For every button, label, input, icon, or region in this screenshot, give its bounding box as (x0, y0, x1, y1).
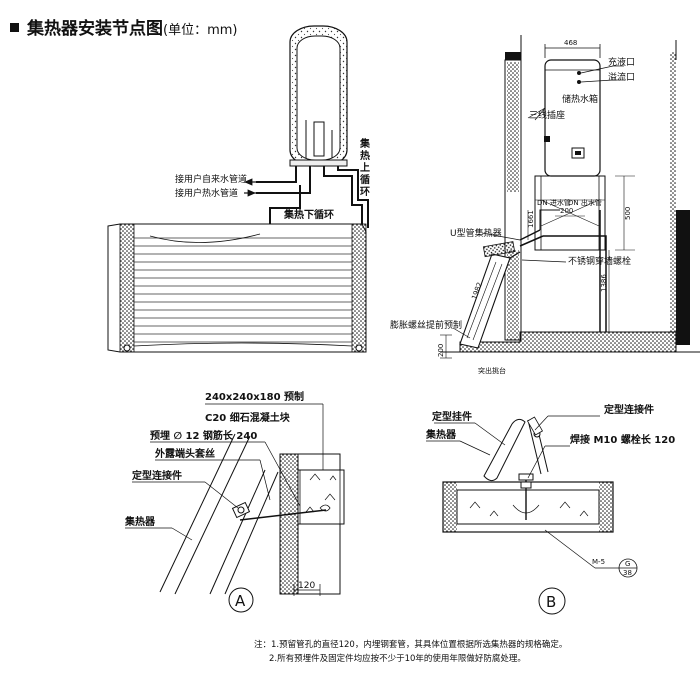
balcony-floor (440, 331, 700, 353)
block-label: 240x240x180 预制 (205, 390, 304, 403)
dimension-lines: 500 1386 1661 (527, 175, 635, 333)
ref-bottom: 38 (623, 569, 632, 577)
u-tube-label: U型管集热器 (450, 227, 502, 239)
pipe-label-left: DN 进水管 (537, 198, 571, 207)
dim-120: 120 (298, 581, 315, 591)
collector-label-b: 集热器 (425, 428, 457, 441)
rebar-label: 预埋 ∅ 12 钢筋长 240 (150, 429, 257, 442)
title-unit: (单位：mm) (163, 23, 238, 38)
note-1: 注：1.预留管孔的直径120，内埋钢套管，其具体位置根据所选集热器的规格确定。 (254, 640, 568, 650)
thread-label: 外露端头套丝 (154, 447, 215, 460)
tilted-collector: 1982 (459, 241, 521, 349)
water-tank (289, 25, 348, 167)
cold-water-label: 接用户自来水管道 (175, 173, 247, 185)
m5-label: M-5 (592, 558, 605, 566)
wall (504, 35, 690, 345)
dim-200-small: 200 (560, 207, 573, 215)
connector-label-b: 定型连接件 (604, 403, 654, 416)
base-dimension: 200 (437, 334, 452, 359)
overflow-port-label: 溢流口 (608, 71, 635, 83)
socket-label: 三线插座 (529, 109, 565, 121)
storage-tank (534, 59, 614, 177)
hot-water-label: 接用户热水管道 (175, 187, 238, 199)
left-elevation: 接用户自来水管道 接用户热水管道 集热下循环 集热上循环 (107, 25, 371, 353)
detail-a: 240x240x180 预制 C20 细石混凝土块 预埋 ∅ 12 钢筋长 24… (124, 390, 345, 613)
tank-stand: DN 进水管 DN 出水管 200 (519, 175, 607, 332)
detail-b: 定型挂件 定型连接件 集热器 焊接 M10 螺栓长 120 M-5 G 38 B (425, 403, 675, 615)
dim-200-base: 200 (437, 344, 445, 357)
marker-a: A (235, 592, 246, 610)
title-bullet-icon (10, 23, 19, 32)
concrete-label: C20 细石混凝土块 (205, 411, 291, 424)
pipe-label-right: DN 出水管 (568, 198, 602, 207)
note-2: 2.所有预埋件及固定件均应按不少于10年的使用年限做好防腐处理。 (269, 654, 526, 664)
marker-b: B (546, 593, 556, 611)
right-callouts (452, 65, 624, 339)
lower-loop-label: 集热下循环 (283, 208, 334, 221)
notes: 注：1.预留管孔的直径120，内埋钢套管，其具体位置根据所选集热器的规格确定。 … (254, 638, 567, 666)
collector-label-a: 集热器 (124, 515, 156, 528)
connector-label-a: 定型连接件 (132, 469, 182, 482)
balcony-label: 突出挑台 (478, 366, 506, 375)
weld-label: 焊接 M10 螺栓长 120 (570, 433, 675, 446)
hook-label: 定型挂件 (432, 410, 472, 423)
dim-1661: 1661 (527, 210, 535, 228)
dim-1386: 1386 (600, 274, 608, 292)
collector-panel (107, 223, 367, 353)
bolt-label: 不锈钢穿墙螺栓 (568, 255, 631, 267)
right-section: 468 DN 进水管 DN 出水管 200 500 (390, 35, 700, 375)
tank-dimension: 468 (544, 39, 601, 58)
dim-500: 500 (624, 207, 632, 220)
title-text: 集热器安装节点图 (27, 19, 163, 39)
pipes (244, 166, 369, 230)
tank-width-dim: 468 (564, 39, 577, 47)
page-title: 集热器安装节点图(单位：mm) (10, 14, 237, 39)
ref-top: G (625, 560, 630, 568)
expansion-label: 膨胀螺丝提前预制 (390, 319, 462, 331)
upper-loop-label: 集热上循环 (358, 137, 371, 198)
fill-port-label: 充液口 (608, 56, 635, 68)
storage-tank-label: 储热水箱 (562, 93, 598, 105)
